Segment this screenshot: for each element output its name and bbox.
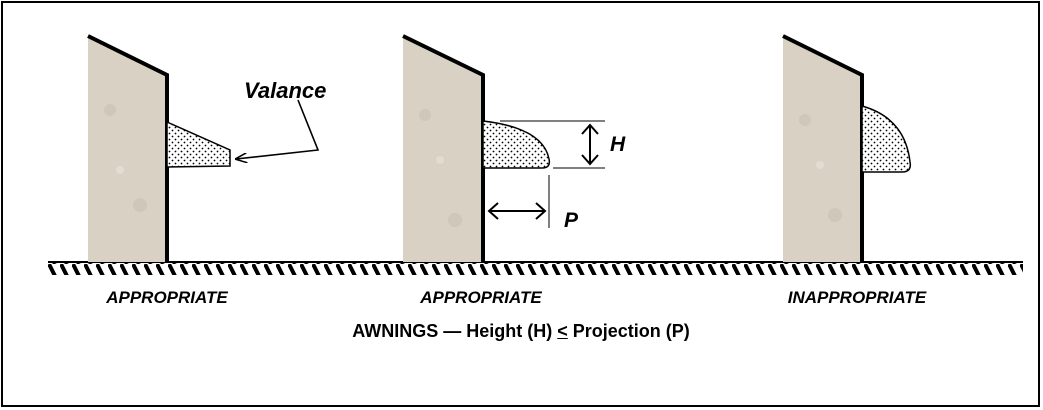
caption-right: INAPPROPRIATE (787, 288, 927, 307)
projection-label: P (564, 209, 579, 232)
caption-middle: APPROPRIATE (420, 288, 542, 307)
wall-right (782, 34, 864, 262)
projection-dimension (487, 175, 550, 228)
ground-hatch (48, 262, 1023, 275)
diagram-title: AWNINGS — Height (H) < Projection (P) (352, 321, 690, 342)
height-label: H (610, 133, 626, 156)
awning-left (166, 120, 231, 168)
height-dimension (500, 120, 605, 169)
wall-left (87, 34, 169, 262)
less-or-equal-sign: < (557, 321, 568, 341)
caption-left: APPROPRIATE (106, 288, 228, 307)
title-prefix: AWNINGS — Height (H) (352, 321, 558, 341)
awning-right (861, 105, 912, 173)
valance-label: Valance (244, 78, 327, 103)
valance-leader (236, 99, 320, 159)
awning-middle (482, 120, 551, 169)
wall-middle (402, 34, 485, 262)
title-suffix: Projection (P) (567, 321, 690, 341)
